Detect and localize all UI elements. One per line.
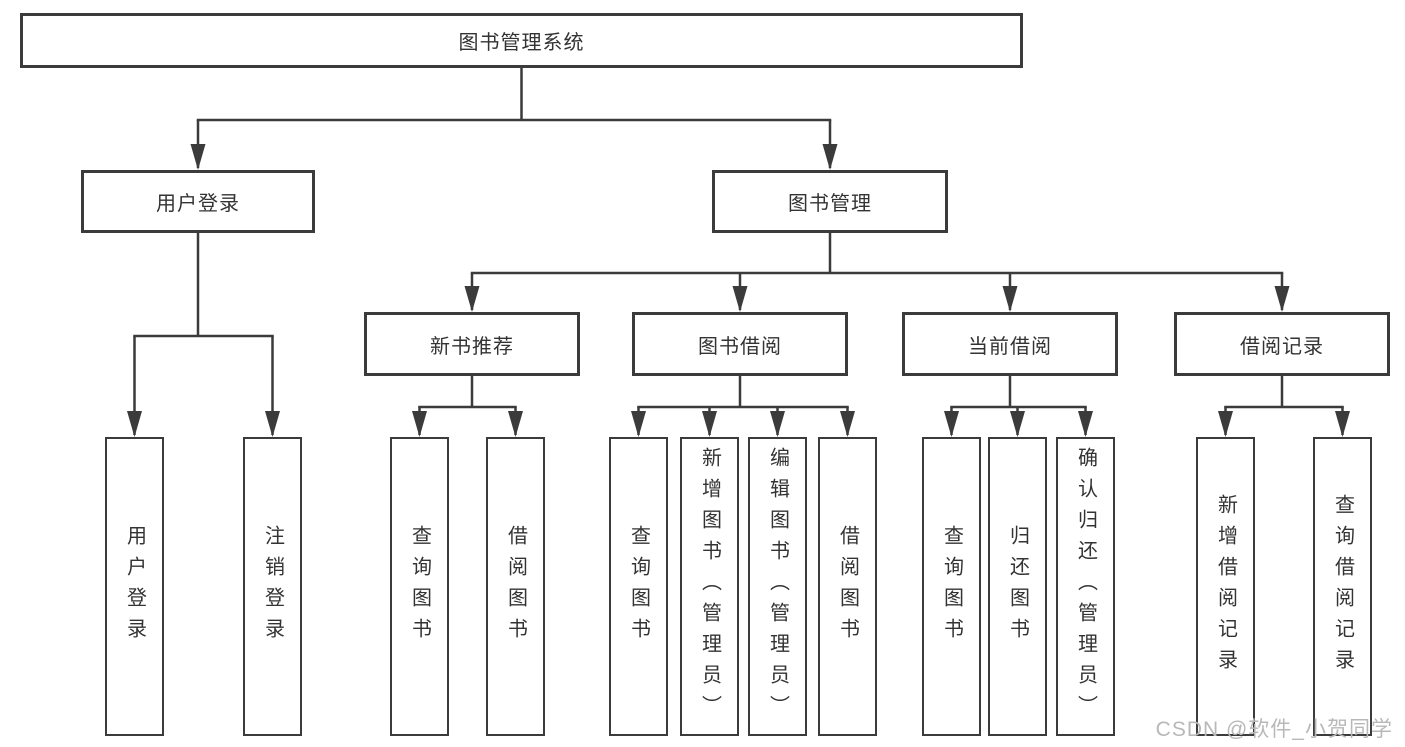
csdn-watermark: CSDN @软件_小贺同学 <box>1155 718 1393 741</box>
leaf-bb-query-book: 查询图书 <box>609 437 668 736</box>
edges-borrow-record <box>1218 376 1350 437</box>
leaf-cb-return-book: 归还图书 <box>988 437 1047 736</box>
leaf-cb-confirm-return-admin: 确认归还（管理员） <box>1056 437 1115 736</box>
node-user-login: 用户登录 <box>81 170 315 233</box>
node-root: 图书管理系统 <box>20 13 1023 68</box>
leaf-cb-query-book: 查询图书 <box>922 437 981 736</box>
leaf-bb-borrow-book: 借阅图书 <box>818 437 877 736</box>
edges-book-borrow <box>631 376 855 437</box>
edges-current-borrow <box>944 376 1093 437</box>
leaf-br-add-record: 新增借阅记录 <box>1196 437 1255 736</box>
leaf-user-login: 用户登录 <box>105 437 164 736</box>
node-current-borrow: 当前借阅 <box>902 312 1118 376</box>
node-new-book-rec: 新书推荐 <box>364 312 580 376</box>
node-borrow-record: 借阅记录 <box>1174 312 1390 376</box>
leaf-rec-borrow-book: 借阅图书 <box>486 437 545 736</box>
leaf-bb-add-book-admin: 新增图书（管理员） <box>680 437 739 736</box>
leaf-br-query-record: 查询借阅记录 <box>1313 437 1372 736</box>
edges-book-mgmt <box>464 233 1290 312</box>
edges-user-login <box>127 233 280 437</box>
edges-new-book <box>412 376 523 437</box>
leaf-rec-query-book: 查询图书 <box>390 437 449 736</box>
node-book-borrow: 图书借阅 <box>632 312 848 376</box>
edges-root <box>190 68 838 170</box>
leaf-logout: 注销登录 <box>243 437 302 736</box>
node-book-mgmt: 图书管理 <box>712 170 948 233</box>
leaf-bb-edit-book-admin: 编辑图书（管理员） <box>748 437 807 736</box>
